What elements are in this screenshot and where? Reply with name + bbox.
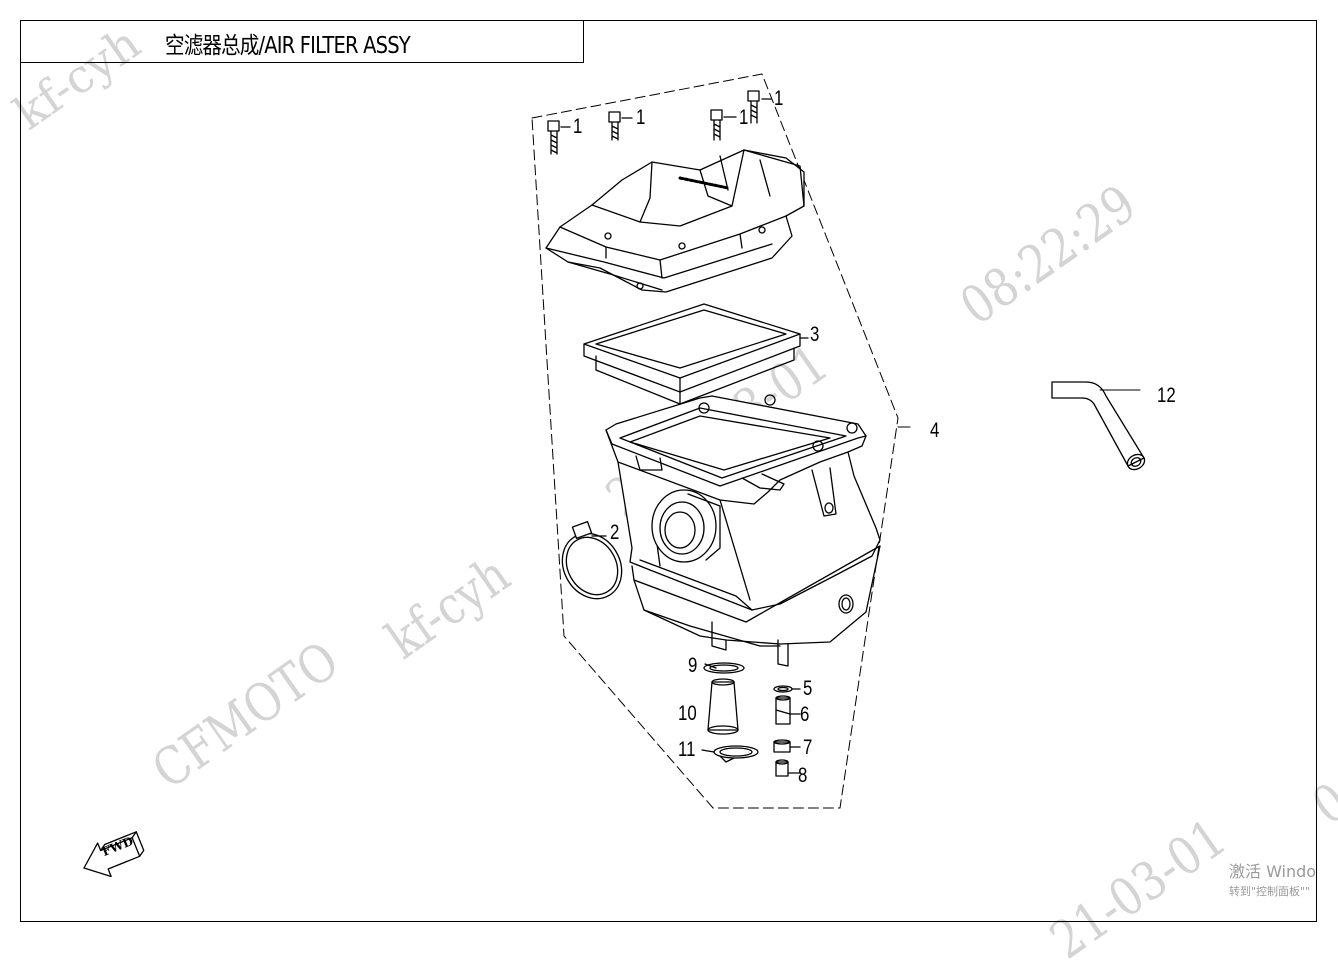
windows-activation-title[interactable]: 激活 Windo [1229, 862, 1317, 881]
callout-bolt-d: 1 [774, 87, 784, 110]
callout-clamp: 2 [610, 521, 620, 544]
callout-clip-9: 9 [688, 654, 698, 677]
callout-bolt-a: 1 [573, 115, 583, 138]
plug-8-part [775, 759, 801, 777]
hose-clamp [561, 520, 623, 600]
clip-11-part [701, 745, 759, 763]
air-box-body [605, 394, 881, 667]
air-box-lid [545, 149, 805, 293]
callout-assembly: 4 [930, 419, 940, 442]
exploded-view-drawing [83, 73, 1146, 878]
tube-6-part [775, 695, 801, 725]
bolt-icon-c [710, 109, 737, 141]
clip-5-part [773, 685, 801, 693]
callout-clip-11: 11 [678, 738, 696, 761]
drain-tube-10-part [707, 678, 739, 735]
callout-breather-hose: 12 [1157, 384, 1176, 407]
clip-9-part [703, 662, 745, 674]
bolt-icon-a [547, 120, 571, 155]
drawing-frame [20, 20, 1317, 922]
callout-bolt-b: 1 [636, 106, 646, 129]
breather-hose [1051, 381, 1146, 471]
callout-clip-7: 7 [803, 736, 813, 759]
callout-clip-5: 5 [803, 677, 813, 700]
filter-element [583, 303, 809, 405]
callout-filter-element: 3 [810, 323, 820, 346]
title-block [20, 20, 584, 63]
bolt-icon-d [747, 90, 772, 124]
page-title: 空滤器总成/AIR FILTER ASSY [165, 33, 411, 59]
fwd-arrow-icon [83, 831, 145, 878]
bolt-icon-b [608, 111, 633, 141]
callout-tube-6: 6 [800, 703, 810, 726]
clip-7-part [773, 739, 801, 753]
windows-activation-hint[interactable]: 转到"控制面板"" [1229, 885, 1311, 898]
callout-bolt-c: 1 [739, 106, 749, 129]
callout-plug-8: 8 [798, 764, 808, 787]
callout-drain-tube-10: 10 [678, 702, 697, 725]
parts-diagram-sheet: kf-cyh CFMOTO kf-cyh 2021-03-01 08:22:29… [4, 16, 1338, 971]
assembly-boundary [531, 73, 899, 809]
